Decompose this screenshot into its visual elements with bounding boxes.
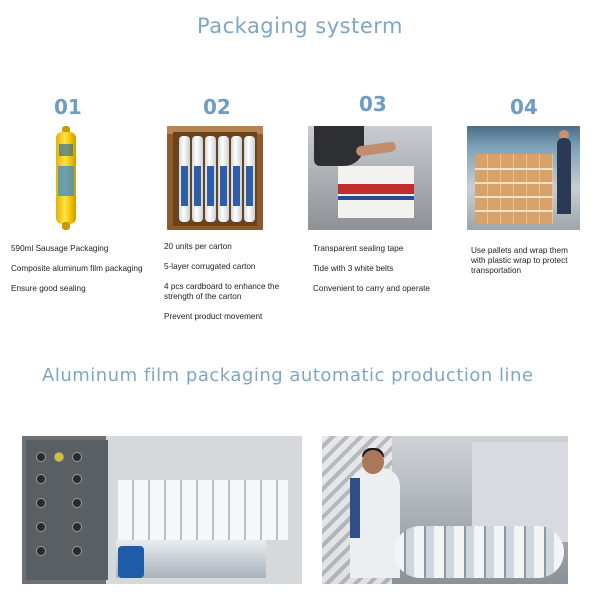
step-02-line: 20 units per carton xyxy=(164,242,232,251)
step-01-line: Ensure good sealing xyxy=(11,284,86,293)
sealing-carton-image xyxy=(308,126,432,230)
step-03-line: Tide with 3 white belts xyxy=(313,264,394,273)
step-number-01: 01 xyxy=(54,95,82,119)
step-number-04: 04 xyxy=(510,95,538,119)
step-04-text: Use pallets and wrap them with plastic w… xyxy=(471,246,583,286)
page-title: Packaging systerm xyxy=(197,14,403,38)
step-03-text: Transparent sealing tape Tide with 3 whi… xyxy=(313,244,453,304)
carton-image xyxy=(167,126,263,230)
pallet-image xyxy=(467,126,580,230)
step-02-line: 5-layer corrugated carton xyxy=(164,262,256,271)
step-02-line: Prevent product movement xyxy=(164,312,263,321)
step-01-line: Composite aluminum film packaging xyxy=(11,264,143,273)
step-03-line: Transparent sealing tape xyxy=(313,244,404,253)
step-03-line: Convenient to carry and operate xyxy=(313,284,430,293)
section-title: Aluminum film packaging automatic produc… xyxy=(42,365,534,386)
step-01-line: 590ml Sausage Packaging xyxy=(11,244,109,253)
step-04-line: Use pallets and wrap them with plastic w… xyxy=(471,246,568,275)
sausage-tube-image xyxy=(46,126,86,230)
production-line-image-2 xyxy=(322,436,568,584)
step-01-text: 590ml Sausage Packaging Composite alumin… xyxy=(11,244,161,304)
step-02-line: 4 pcs cardboard to enhance the strength … xyxy=(164,282,280,301)
step-number-03: 03 xyxy=(359,92,387,116)
production-line-image-1 xyxy=(22,436,302,584)
step-number-02: 02 xyxy=(203,95,231,119)
step-02-text: 20 units per carton 5-layer corrugated c… xyxy=(164,242,299,332)
